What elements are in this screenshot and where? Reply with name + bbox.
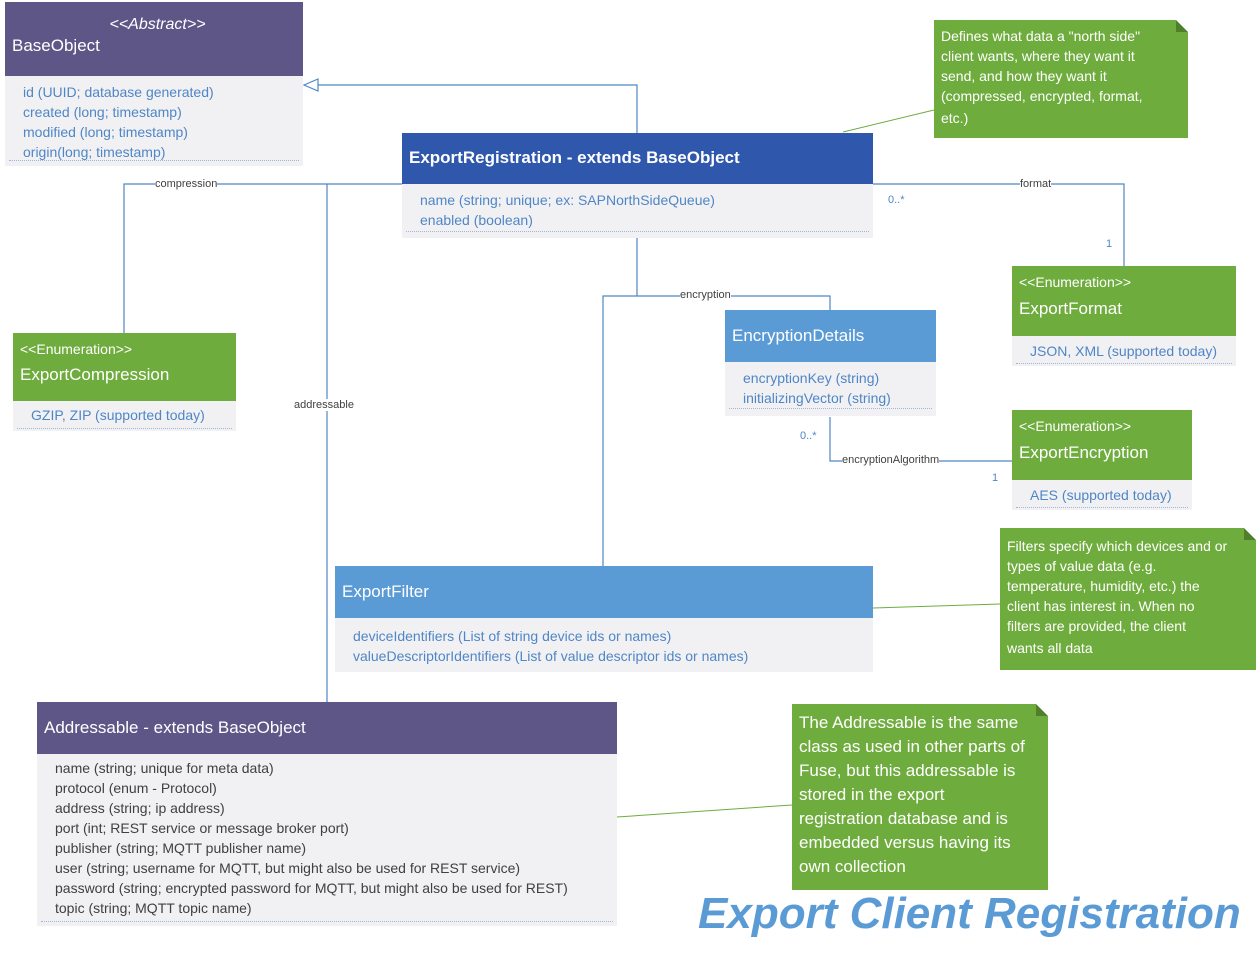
encryption-label: encryption <box>680 289 731 301</box>
note-line: embedded versus having its <box>799 833 1011 852</box>
addressable-attributes: name (string; unique for meta data) prot… <box>37 754 617 926</box>
addressable-label: addressable <box>294 399 354 411</box>
export-encryption-stereotype: <<Enumeration>> <box>1019 418 1132 434</box>
filter-note: Filters specify which devices and or typ… <box>1000 528 1256 670</box>
base-object-title: BaseObject <box>12 36 100 55</box>
note-fold <box>1176 20 1188 32</box>
encryption-details-class: EncryptionDetails encryptionKey (string)… <box>725 310 936 416</box>
export-compression-values: GZIP, ZIP (supported today) <box>13 401 236 431</box>
export-format-title: ExportFormat <box>1019 299 1122 318</box>
inheritance-arrowhead <box>302 78 319 92</box>
export-filter-title: ExportFilter <box>342 582 429 601</box>
diagram-title: Export Client Registration <box>698 889 1241 938</box>
algorithm-source-multiplicity: 0..* <box>800 430 817 442</box>
attribute-user: user (string; username for MQTT, but mig… <box>55 860 521 876</box>
note-line: stored in the export <box>799 785 945 804</box>
divider <box>1016 507 1188 508</box>
export-compression-stereotype: <<Enumeration>> <box>20 341 133 357</box>
note-line: (compressed, encrypted, format, <box>941 88 1143 104</box>
divider <box>729 408 932 409</box>
attribute-protocol: protocol (enum - Protocol) <box>55 780 217 796</box>
note-line: etc.) <box>941 110 969 126</box>
compression-connector <box>123 183 402 333</box>
export-format-enum: <<Enumeration>> ExportFormat JSON, XML (… <box>1012 266 1236 366</box>
export-encryption-values: AES (supported today) <box>1012 480 1192 510</box>
addressable-class: Addressable - extends BaseObject name (s… <box>37 702 617 926</box>
export-filter-attributes: deviceIdentifiers (List of string device… <box>335 618 873 672</box>
encryption-connector <box>636 238 831 310</box>
export-encryption-enum: <<Enumeration>> ExportEncryption AES (su… <box>1012 410 1192 510</box>
compression-label: compression <box>155 178 218 190</box>
note-line: own collection <box>799 857 906 876</box>
attribute-value-descriptor-identifiers: valueDescriptorIdentifiers (List of valu… <box>353 648 749 664</box>
divider <box>17 428 232 429</box>
note-fold <box>1036 704 1048 716</box>
export-registration-title: ExportRegistration - extends BaseObject <box>409 148 740 167</box>
attribute-password: password (string; encrypted password for… <box>55 880 568 896</box>
note-link-addressable <box>616 804 793 818</box>
divider <box>406 231 869 232</box>
registration-note: Defines what data a "north side" client … <box>934 20 1188 138</box>
note-line: wants all data <box>1007 640 1093 656</box>
attribute-origin: origin(long; timestamp) <box>23 144 166 160</box>
attribute-created: created (long; timestamp) <box>23 104 182 120</box>
export-compression-title: ExportCompression <box>20 365 170 384</box>
divider <box>41 921 613 922</box>
format-connector <box>873 183 1125 266</box>
addressable-note: The Addressable is the same class as use… <box>792 704 1048 890</box>
note-line: registration database and is <box>799 809 1008 828</box>
export-registration-attributes: name (string; unique; ex: SAPNorthSideQu… <box>402 184 873 238</box>
note-link-filter <box>872 603 1001 609</box>
addressable-title: Addressable - extends BaseObject <box>44 718 306 737</box>
algorithm-target-multiplicity: 1 <box>992 472 999 484</box>
note-line: client wants, where they want it <box>941 48 1135 64</box>
base-object-stereotype: <<Abstract>> <box>109 16 206 33</box>
format-label: format <box>1020 178 1052 190</box>
note-line: send, and how they want it <box>941 68 1107 84</box>
export-registration-class: ExportRegistration - extends BaseObject … <box>402 133 873 238</box>
attribute-publisher: publisher (string; MQTT publisher name) <box>55 840 307 856</box>
attribute-modified: modified (long; timestamp) <box>23 124 188 140</box>
attribute-address: address (string; ip address) <box>55 800 225 816</box>
export-filter-class: ExportFilter deviceIdentifiers (List of … <box>335 566 873 672</box>
attribute-port: port (int; REST service or message broke… <box>55 820 349 836</box>
note-line: The Addressable is the same <box>799 713 1019 732</box>
export-format-stereotype: <<Enumeration>> <box>1019 274 1132 290</box>
note-link-registration <box>842 109 935 133</box>
divider <box>9 160 299 161</box>
note-line: Defines what data a "north side" <box>941 28 1141 44</box>
format-target-multiplicity: 1 <box>1106 238 1113 250</box>
base-object-attributes: id (UUID; database generated) created (l… <box>5 76 303 166</box>
attribute-device-identifiers: deviceIdentifiers (List of string device… <box>353 628 672 644</box>
note-line: class as used in other parts of <box>799 737 1025 756</box>
format-source-multiplicity: 0..* <box>888 194 905 206</box>
note-line: temperature, humidity, etc.) the <box>1007 578 1200 594</box>
export-encryption-title: ExportEncryption <box>1019 443 1149 462</box>
encryption-details-title: EncryptionDetails <box>732 326 865 345</box>
attribute-encryption-key: encryptionKey (string) <box>743 370 880 386</box>
attribute-enabled: enabled (boolean) <box>420 212 533 228</box>
attribute-name: name (string; unique for meta data) <box>55 760 274 776</box>
attribute-initializing-vector: initializingVector (string) <box>743 390 891 406</box>
attribute-name: name (string; unique; ex: SAPNorthSideQu… <box>420 192 715 208</box>
encryption-algorithm-label: encryptionAlgorithm <box>842 454 940 466</box>
encryption-details-attributes: encryptionKey (string) initializingVecto… <box>725 362 936 416</box>
inheritance-connector <box>318 84 638 133</box>
filter-connector <box>602 295 637 566</box>
divider <box>1016 363 1232 364</box>
note-line: filters are provided, the client <box>1007 618 1186 634</box>
base-object-class: <<Abstract>> BaseObject id (UUID; databa… <box>5 2 303 166</box>
note-line: types of value data (e.g. <box>1007 558 1157 574</box>
note-line: Fuse, but this addressable is <box>799 761 1016 780</box>
note-line: client has interest in. When no <box>1007 598 1195 614</box>
note-fold <box>1244 528 1256 540</box>
attribute-topic: topic (string; MQTT topic name) <box>55 900 252 916</box>
attribute-id: id (UUID; database generated) <box>23 84 214 100</box>
note-line: Filters specify which devices and or <box>1007 538 1228 554</box>
export-compression-enum: <<Enumeration>> ExportCompression GZIP, … <box>13 333 236 431</box>
export-format-values: JSON, XML (supported today) <box>1012 336 1236 366</box>
